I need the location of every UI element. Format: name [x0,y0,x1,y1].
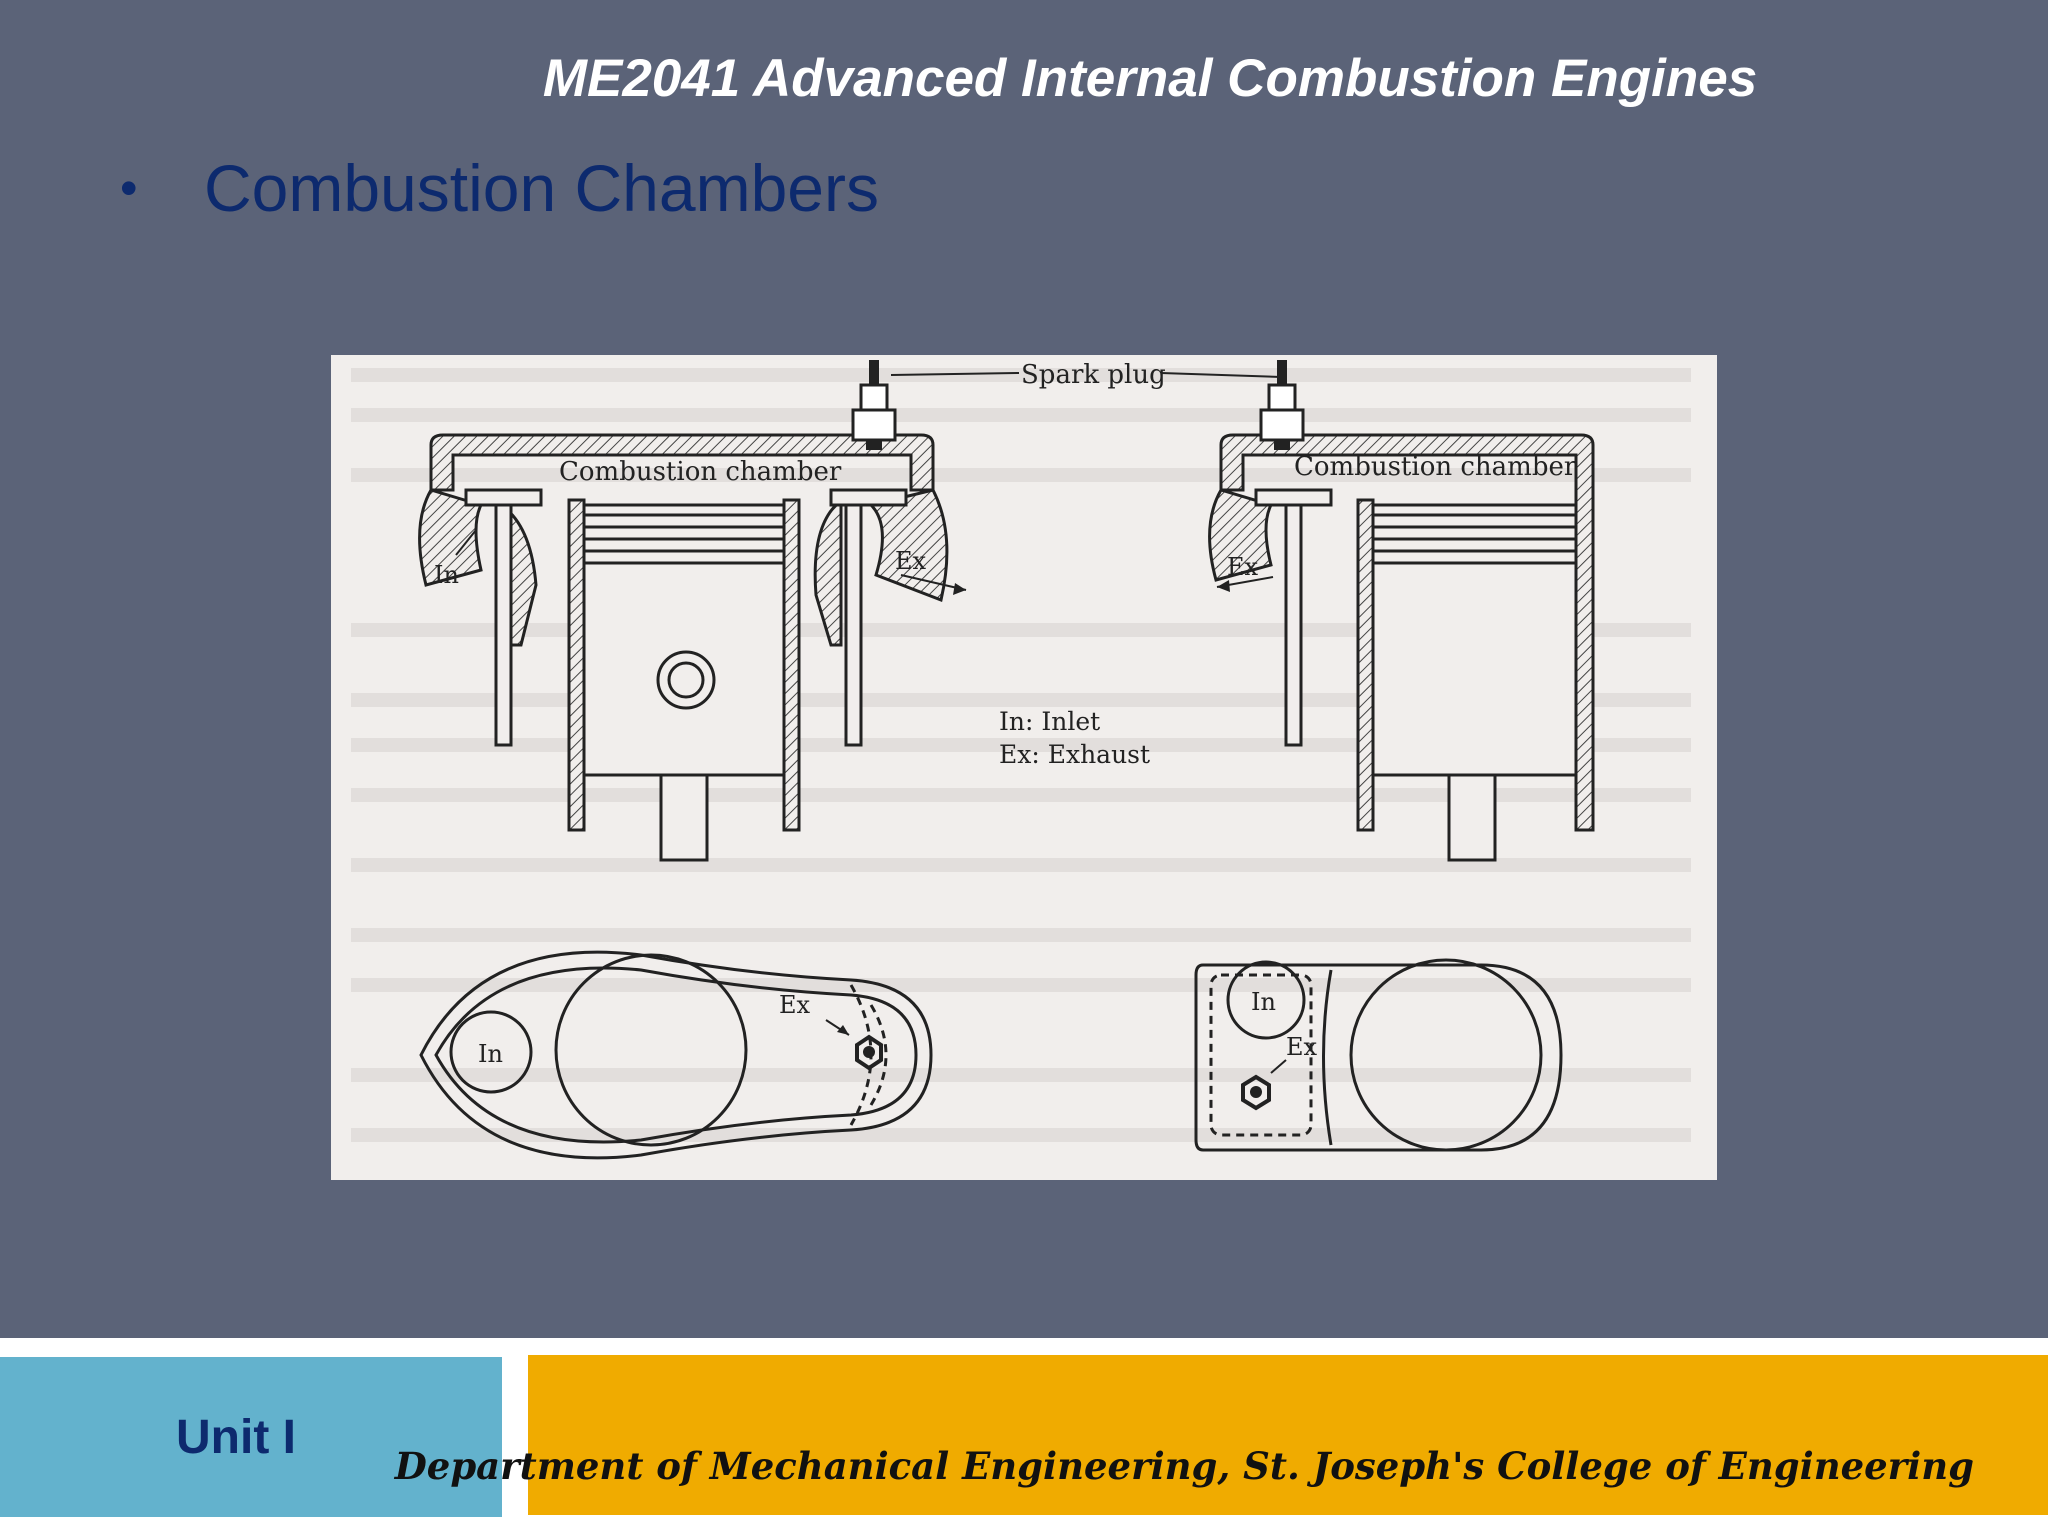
in-label-left: In [434,561,459,589]
ex-label-left: Ex [895,547,927,575]
course-title-text: ME2041 Advanced Internal Combustion Engi… [542,49,1758,108]
in-label-plan-left: In [478,1040,503,1068]
legend-inlet: In: Inlet [999,707,1100,736]
spark-plug-right-icon [1259,360,1305,450]
ex-label-right: Ex [1227,553,1259,581]
right-engine-section [1208,360,1595,862]
spark-plug-left-icon [851,360,897,450]
legend-exhaust: Ex: Exhaust [999,740,1150,769]
bullet-dot-icon: • [120,160,138,216]
plan-view-left [419,950,933,1160]
combustion-chamber-right-label: Combustion chamber [1294,452,1577,482]
department-label: Department of Mechanical Engineering, St… [394,1444,1974,1488]
unit-panel [0,1357,502,1517]
ex-label-plan-left: Ex [779,991,811,1019]
department-panel [528,1355,2048,1515]
combustion-chamber-left-label: Combustion chamber [559,457,842,487]
unit-label: Unit I [176,1411,296,1464]
in-label-plan-right: In [1251,988,1276,1016]
course-title: ME2041 Advanced Internal Combustion Engi… [0,48,2048,109]
combustion-chamber-diagram: Spark plug Combustion chamber Combustion… [351,360,1691,1160]
combustion-chamber-figure: Spark plug Combustion chamber Combustion… [331,355,1717,1180]
ex-label-plan-right: Ex [1286,1033,1318,1061]
left-engine-section [418,360,967,862]
bullet-text: Combustion Chambers [204,151,879,225]
spark-plug-label: Spark plug [1021,360,1166,390]
plan-view-right [1194,958,1563,1152]
bullet-item: • Combustion Chambers [120,150,879,226]
